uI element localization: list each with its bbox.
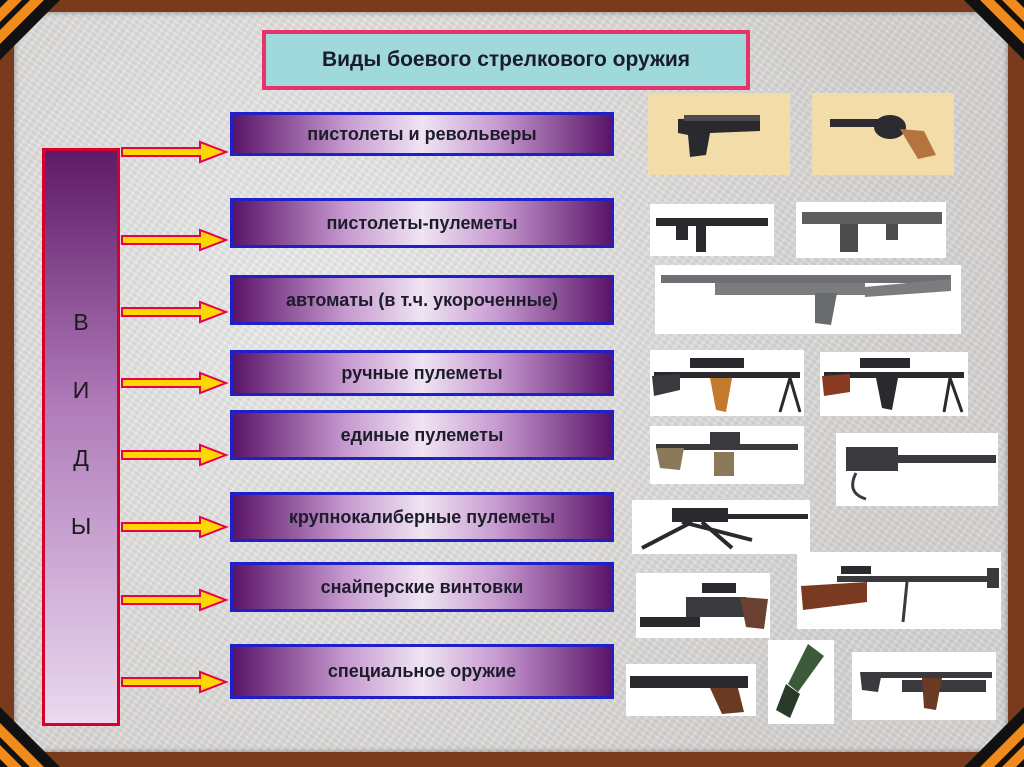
pistol-icon xyxy=(626,664,756,716)
arrow-right-icon xyxy=(121,300,229,324)
smg-icon xyxy=(796,202,946,258)
ribbon-corner-icon xyxy=(964,707,1024,767)
category-heavy-machine-guns: крупнокалиберные пулеметы xyxy=(230,492,614,542)
machine-gun-icon xyxy=(650,350,804,416)
machine-gun-icon xyxy=(650,426,804,484)
ribbon-corner-icon xyxy=(964,0,1024,60)
category-sniper-rifles: снайперские винтовки xyxy=(230,562,614,612)
smg-icon xyxy=(650,204,774,256)
vertical-letter: Д xyxy=(73,445,89,471)
vertical-letter: В xyxy=(73,309,89,335)
knife-icon xyxy=(768,640,834,724)
ribbon-corner-icon xyxy=(0,0,60,60)
sniper-rifle-icon xyxy=(636,573,770,638)
category-submachine-guns: пистолеты-пулеметы xyxy=(230,198,614,248)
arrow-right-icon xyxy=(121,228,229,252)
pistol-icon xyxy=(648,93,790,175)
category-pistols-revolvers: пистолеты и револьверы xyxy=(230,112,614,156)
category-assault-rifles: автоматы (в т.ч. укороченные) xyxy=(230,275,614,325)
arrow-right-icon xyxy=(121,140,229,164)
category-special-weapons: специальное оружие xyxy=(230,644,614,699)
arrow-right-icon xyxy=(121,515,229,539)
arrow-right-icon xyxy=(121,443,229,467)
arrow-right-icon xyxy=(121,670,229,694)
sniper-rifle-icon xyxy=(797,552,1001,629)
arrow-right-icon xyxy=(121,371,229,395)
machine-gun-icon xyxy=(836,433,998,506)
vertical-letter: Ы xyxy=(70,513,92,539)
rifle-icon xyxy=(655,265,961,334)
ribbon-corner-icon xyxy=(0,707,60,767)
vertical-label-bar: В И Д Ы xyxy=(42,148,120,726)
revolver-icon xyxy=(812,93,954,175)
category-light-machine-guns: ручные пулеметы xyxy=(230,350,614,396)
arrow-right-icon xyxy=(121,588,229,612)
vertical-letter: И xyxy=(72,377,90,403)
category-general-machine-guns: единые пулеметы xyxy=(230,410,614,460)
machine-gun-icon xyxy=(632,500,810,554)
grenade-launcher-icon xyxy=(852,652,996,720)
page-title: Виды боевого стрелкового оружия xyxy=(262,30,750,90)
machine-gun-icon xyxy=(820,352,968,416)
